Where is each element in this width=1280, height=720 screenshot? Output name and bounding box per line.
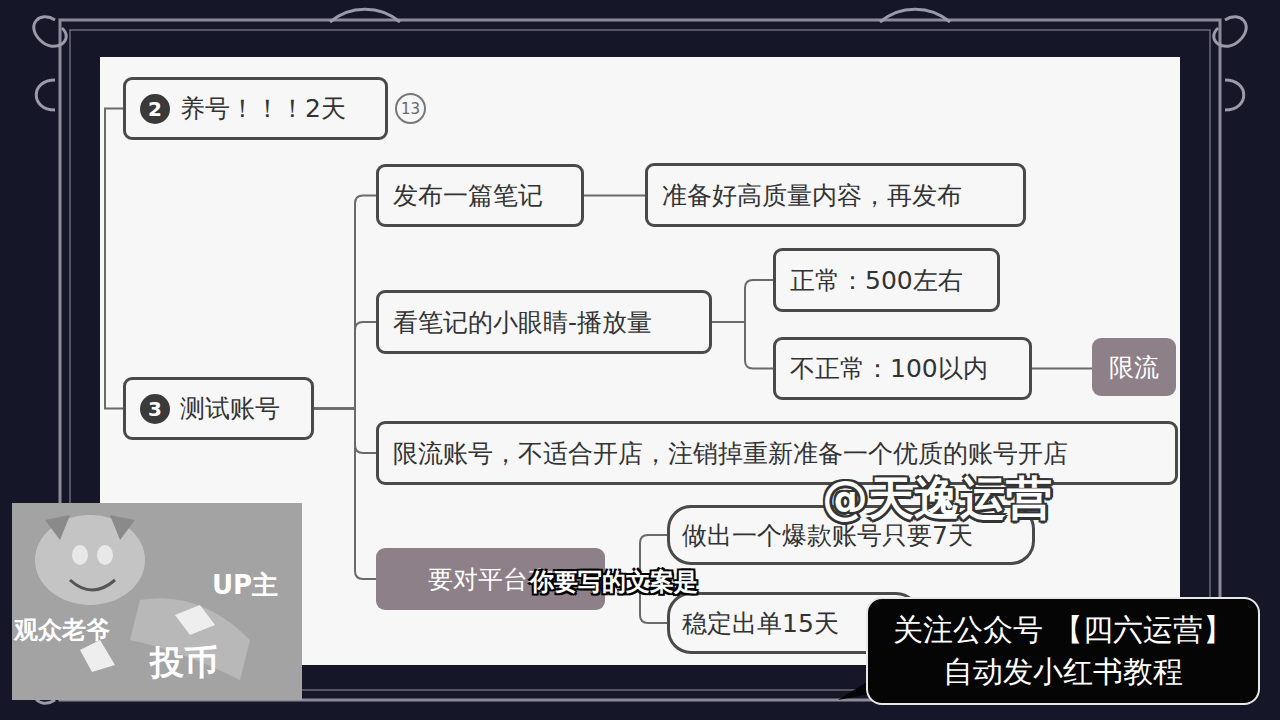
overlay-text: 观众老爷 xyxy=(14,614,110,646)
subtitle: 你要写的文案是 xyxy=(530,566,698,598)
leaf-box: 不正常：100以内 xyxy=(773,337,1032,400)
tree-connector xyxy=(314,322,376,409)
overlay-text: UP主 xyxy=(212,568,278,603)
tree-connector xyxy=(314,409,376,454)
promo-banner: 关注公众号 【四六运营】 自动发小红书教程 xyxy=(866,597,1260,705)
node-text: 正常：500左右 xyxy=(790,264,963,297)
overlay-text: 投币 xyxy=(150,640,218,686)
node-text: 限流账号，不适合开店，注销掉重新准备一个优质的账号开店 xyxy=(393,437,1068,470)
node-text: 养号！！！2天 xyxy=(180,92,346,125)
callout-number: 13 xyxy=(395,93,426,124)
watermark: @天逸运营 xyxy=(822,468,1052,530)
topic-box: 3 测试账号 xyxy=(123,377,314,440)
tree-connector xyxy=(1032,368,1092,370)
frame-line xyxy=(70,30,1210,690)
branch-box: 发布一篇笔记 xyxy=(376,164,584,227)
tree-connector xyxy=(712,280,773,322)
tree-connector xyxy=(314,409,376,580)
node-text: 看笔记的小眼睛-播放量 xyxy=(393,306,652,339)
branch-box: 限流账号，不适合开店，注销掉重新准备一个优质的账号开店 xyxy=(376,421,1178,485)
tree-connector xyxy=(712,322,773,369)
leaf-box: 准备好高质量内容，再发布 xyxy=(645,163,1026,227)
topic-box: 2 养号！！！2天 xyxy=(123,77,388,140)
step-number: 3 xyxy=(140,394,170,424)
node-text: 稳定出单15天 xyxy=(682,607,839,640)
cat-illustration xyxy=(12,503,302,700)
tree-connector xyxy=(105,109,123,409)
leaf-box: 正常：500左右 xyxy=(773,248,1000,312)
node-text: 测试账号 xyxy=(180,392,280,425)
node-text: 准备好高质量内容，再发布 xyxy=(662,179,962,212)
node-text: 限流 xyxy=(1109,351,1159,384)
node-text: 不正常：100以内 xyxy=(790,352,988,385)
panel xyxy=(100,57,1180,665)
step-number: 2 xyxy=(140,94,170,124)
branch-box: 看笔记的小眼睛-播放量 xyxy=(376,290,712,354)
tree-connector xyxy=(314,196,376,409)
node-text: 发布一篇笔记 xyxy=(393,179,543,212)
tag-box: 限流 xyxy=(1092,338,1176,396)
tree-connector xyxy=(584,195,645,197)
node-text: 关注公众号 【四六运营】 自动发小红书教程 xyxy=(886,609,1240,693)
